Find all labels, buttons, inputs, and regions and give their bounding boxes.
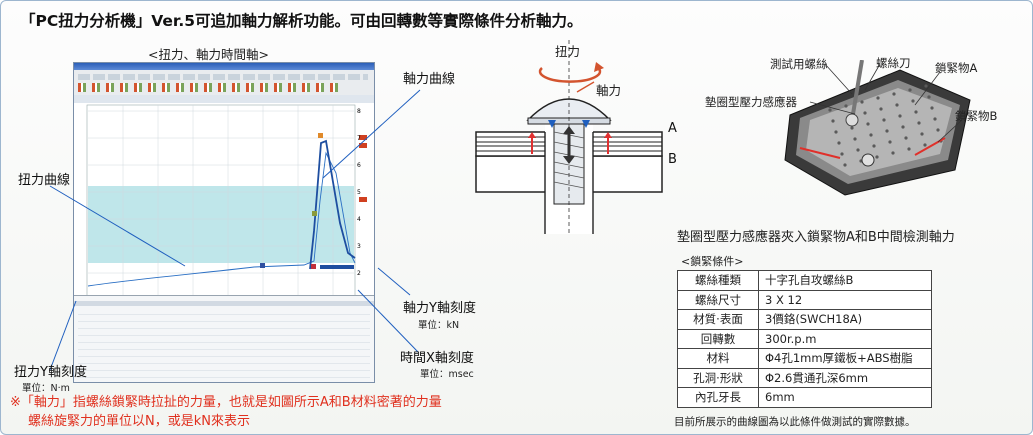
window-titlebar xyxy=(74,63,374,70)
label-time-x-unit: 單位：msec xyxy=(420,369,474,380)
label-axial-y-unit: 單位：kN xyxy=(418,320,460,331)
device-label-a: 鎖緊物A xyxy=(935,61,978,75)
condition-value: Φ4孔1mm厚鐵板+ABS樹脂 xyxy=(758,348,932,369)
label-axial-y: 軸力Y軸刻度 xyxy=(403,301,476,316)
torque-line xyxy=(87,151,356,287)
data-table xyxy=(74,295,374,382)
label-torque-curve: 扭力曲線 xyxy=(18,173,71,188)
condition-value: 300r.p.m xyxy=(758,328,932,349)
conditions-footnote: 目前所展示的曲線圖為以此條件做測試的實際數據。 xyxy=(674,416,916,428)
device-label-b: 鎖緊物B xyxy=(955,109,998,123)
diagram-torque-label: 扭力 xyxy=(555,44,581,59)
diagram-b-label: B xyxy=(668,152,677,167)
condition-value: 3 X 12 xyxy=(758,289,932,310)
diagram-axial-label: 軸力 xyxy=(596,83,622,98)
software-window: 200400600800100012001400 876543210 xyxy=(73,62,375,383)
diagram-a-label: A xyxy=(668,121,677,136)
device-label-sensor: 墊圈型壓力感應器 xyxy=(705,95,797,109)
device-caption: 墊圈型壓力感應器夾入鎖緊物A和B中間檢測軸力 xyxy=(677,230,955,245)
condition-value: Φ2.6貫通孔深6mm xyxy=(758,367,932,388)
device-label-screw: 測試用螺絲 xyxy=(770,57,828,71)
note-line-1: ※「軸力」指螺絲鎖緊時拉扯的力量，也就是如圖所示A和B材料密著的力量 xyxy=(10,395,442,410)
label-torque-y-unit: 單位：N·m xyxy=(22,383,70,394)
condition-key: 螺絲種類 xyxy=(677,270,759,291)
device-label-blade: 螺絲刀 xyxy=(876,56,911,70)
condition-value: 6mm xyxy=(758,387,932,408)
condition-key: 螺絲尺寸 xyxy=(677,289,759,310)
conditions-heading: <鎖緊條件> xyxy=(681,255,744,268)
condition-key: 孔洞·形狀 xyxy=(677,367,759,388)
note-line-2: 螺絲旋緊力的單位以N，或是kN來表示 xyxy=(28,414,250,429)
graph-heading: <扭力、軸力時間軸> xyxy=(148,47,269,62)
y-tick-label: 6 xyxy=(357,162,361,169)
y-tick-label: 4 xyxy=(357,216,361,223)
y-tick-label: 3 xyxy=(357,243,361,250)
condition-key: 回轉數 xyxy=(677,328,759,349)
label-time-x: 時間X軸刻度 xyxy=(400,351,474,366)
device-illustration xyxy=(784,60,971,196)
window-toolbar[interactable] xyxy=(74,70,374,96)
page-title: 「PC扭力分析機」Ver.5可追加軸力解析功能。可由回轉數等實際條件分析軸力。 xyxy=(20,12,583,30)
y-tick-label: 8 xyxy=(357,108,361,115)
y-tick-label: 7 xyxy=(357,135,361,142)
y-tick-label: 5 xyxy=(357,189,361,196)
condition-key: 材質·表面 xyxy=(677,309,759,330)
window-infobar xyxy=(74,95,374,103)
label-axial-curve: 軸力曲線 xyxy=(403,72,456,87)
label-torque-y: 扭力Y軸刻度 xyxy=(14,365,87,380)
y-tick-label: 2 xyxy=(357,270,361,277)
condition-value: 3價鉻(SWCH18A) xyxy=(758,309,932,330)
condition-row: 螺絲種類十字孔自攻螺絲B xyxy=(677,270,932,291)
cross-section-diagram xyxy=(475,40,663,234)
condition-value: 十字孔自攻螺絲B xyxy=(758,270,932,291)
condition-key: 材料 xyxy=(677,348,759,369)
condition-key: 內孔牙長 xyxy=(677,387,759,408)
